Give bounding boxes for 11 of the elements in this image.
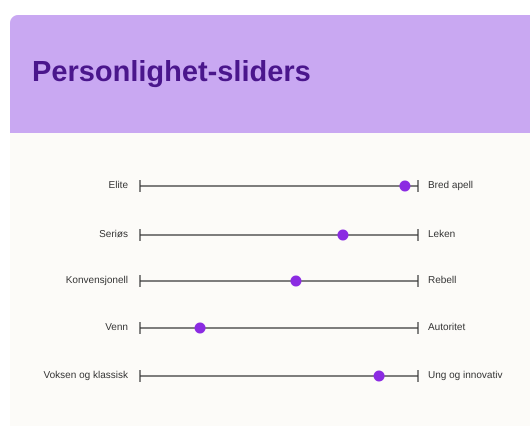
slider-label: Seriøs (99, 230, 128, 240)
slider-label: Autoritet (428, 323, 466, 333)
slider-label: Rebell (428, 276, 456, 286)
slider-label: Ung og innovativ (428, 371, 502, 381)
slider-label: Konvensjonell (66, 276, 128, 286)
slider-label: Bred apell (428, 181, 474, 191)
slider-label: Leken (428, 230, 456, 240)
slider-label: Voksen og klassisk (44, 371, 128, 381)
slider-label: Venn (105, 323, 128, 333)
slider-label: Elite (108, 181, 128, 191)
title: Personlighet-sliders (32, 55, 311, 90)
